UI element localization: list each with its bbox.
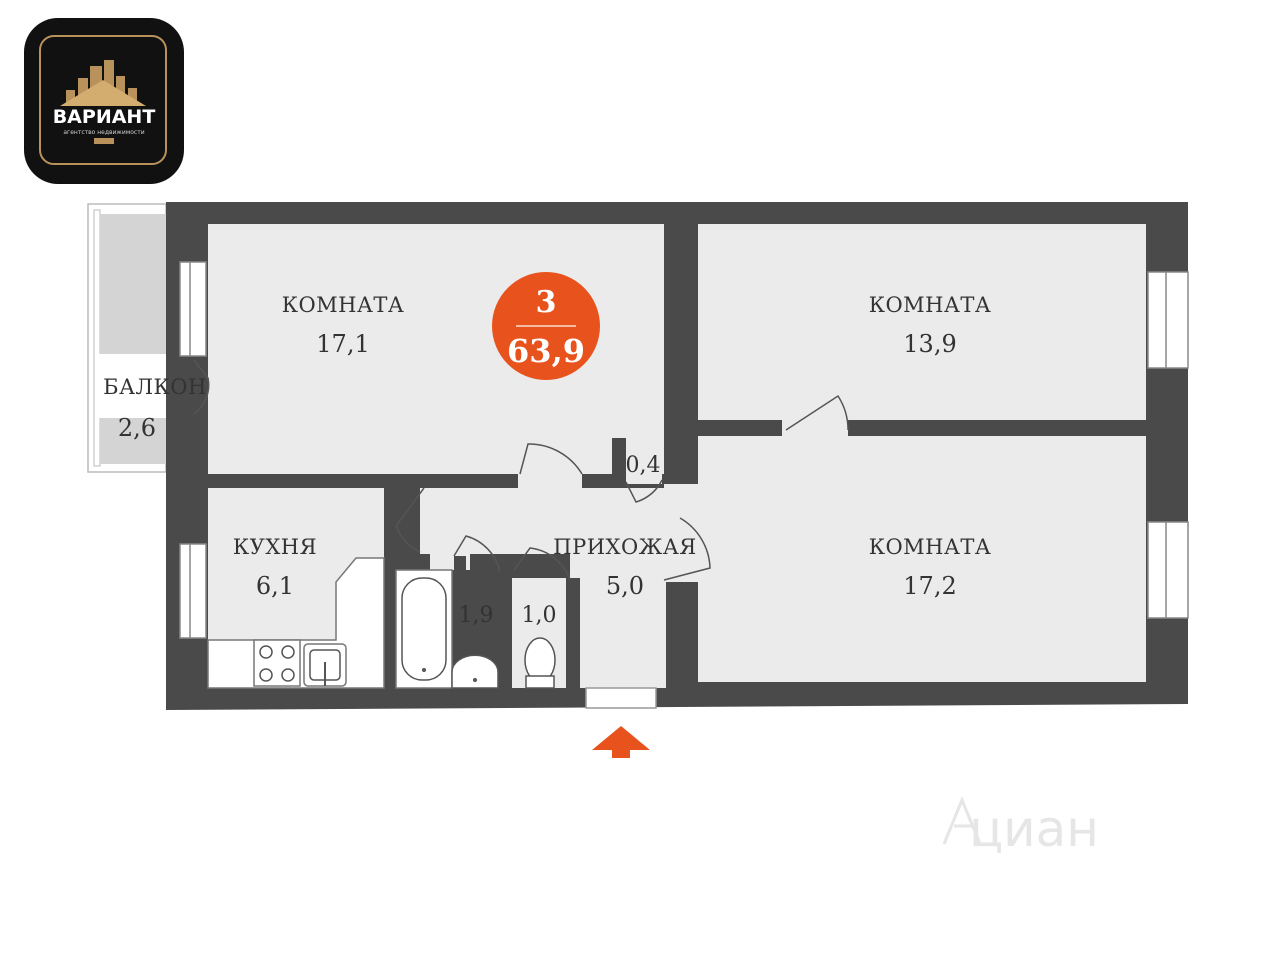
window-room1: [179, 261, 207, 357]
floor-hallway-top: [420, 488, 580, 554]
kitchen-label: КУХНЯ: [233, 535, 317, 559]
closet-area: 0,4: [626, 453, 661, 478]
door-swings: [193, 359, 849, 581]
room3-label: КОМНАТА: [869, 535, 992, 559]
door-kitchen: [395, 487, 425, 553]
kitchen-sink-icon: [303, 643, 347, 687]
badge-rooms: 3: [536, 285, 557, 320]
buildings-icon: [60, 60, 146, 106]
door-room1: [519, 443, 583, 475]
bathroom-area: 1,9: [459, 603, 494, 628]
room3-area: 17,2: [903, 572, 956, 600]
hallway-label: ПРИХОЖАЯ: [553, 535, 696, 559]
balcony-label: БАЛКОН: [103, 375, 207, 399]
watermark: циан: [942, 796, 1099, 858]
logo-frame: [39, 35, 167, 165]
balcony: [87, 203, 167, 473]
window-room3: [1147, 521, 1189, 619]
kitchen-area: 6,1: [256, 572, 294, 600]
watermark-icon: [942, 796, 982, 845]
door-room2: [785, 394, 849, 431]
entrance-door: [585, 687, 657, 709]
door-toilet: [513, 547, 571, 581]
room2-area: 13,9: [903, 330, 956, 358]
door-balcony: [193, 359, 210, 415]
windows: [179, 261, 1189, 639]
logo-subtitle: агентство недвижимости: [63, 129, 144, 136]
room2-label: КОМНАТА: [869, 293, 992, 317]
floor-room1: [208, 224, 664, 474]
window-kitchen: [179, 543, 207, 639]
toilet-area: 1,0: [522, 603, 557, 628]
entrance-arrow-icon: [592, 726, 650, 758]
floor-room2: [698, 224, 1146, 420]
room1-label: КОМНАТА: [282, 293, 405, 317]
hallway-area: 5,0: [606, 572, 644, 600]
washbasin-icon: [451, 654, 499, 689]
door-room3: [663, 517, 711, 581]
stove-icon: [253, 639, 301, 687]
balcony-area: 2,6: [118, 414, 156, 442]
floor-closet: [626, 442, 662, 484]
inner-walls: [384, 438, 626, 690]
summary-badge: 3 63,9: [492, 272, 600, 380]
floor-room3: [698, 436, 1146, 682]
watermark-text: циан: [969, 800, 1099, 858]
room-floors: [208, 224, 1146, 688]
badge-total-area: 63,9: [507, 332, 585, 370]
room1-area: 17,1: [316, 330, 369, 358]
floor-hallway: [580, 488, 666, 688]
door-openings: [430, 418, 848, 584]
toilet-icon: [524, 637, 556, 689]
bathtub-icon: [395, 569, 453, 689]
door-closet: [625, 479, 663, 503]
logo-name: ВАРИАНТ: [53, 106, 156, 128]
window-room2: [1147, 271, 1189, 369]
agency-logo: ВАРИАНТ агентство недвижимости: [24, 18, 184, 184]
door-bathroom: [453, 535, 501, 573]
logo-ornament: [94, 138, 114, 144]
